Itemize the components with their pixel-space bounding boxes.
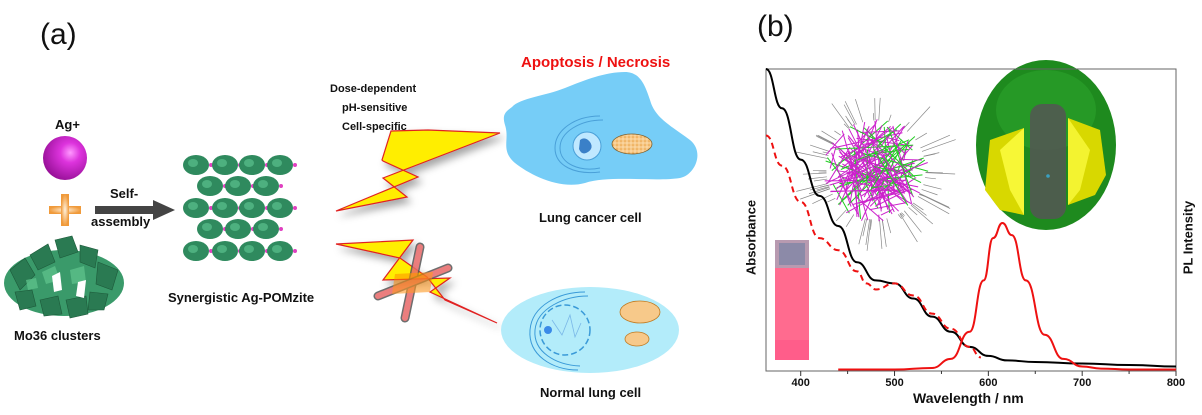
series-line-1: [765, 134, 982, 359]
normal-lung-cell-label: Normal lung cell: [540, 385, 642, 400]
lung-cancer-cell-icon: [503, 72, 698, 185]
x-tick-label: 600: [979, 377, 998, 389]
cuvette-photo-inset: [775, 240, 809, 360]
plus-icon: [49, 194, 81, 226]
polyhedron-structure-inset: [976, 60, 1116, 230]
ag-pomzite-label: Synergistic Ag-POMzite: [168, 290, 315, 305]
panel-a-label: (a): [40, 18, 77, 51]
molecular-structure-inset: [796, 97, 956, 251]
property-dose-dependent: Dose-dependent: [330, 83, 417, 95]
ag-ion-label: Ag+: [55, 117, 80, 132]
mo36-cluster-icon: [4, 235, 124, 319]
blocked-cross-icon: [373, 242, 453, 323]
outcome-label: Apoptosis / Necrosis: [521, 54, 671, 71]
y-axis-label-left: Absorbance: [743, 199, 759, 276]
panel-b-label: (b): [757, 10, 794, 43]
lightning-bolt-cancer-icon: [335, 129, 501, 212]
y-axis-label-right: PL Intensity: [1180, 200, 1196, 275]
x-tick-label: 800: [1166, 377, 1186, 389]
self-assembly-label-line1: Self-: [110, 186, 139, 201]
x-tick-label: 400: [791, 377, 810, 389]
self-assembly-arrow-icon: [95, 200, 175, 220]
x-axis-label: Wavelength / nm: [913, 390, 1024, 406]
x-tick-label: 500: [885, 377, 904, 389]
property-ph-sensitive: pH-sensitive: [342, 102, 408, 114]
mo36-clusters-label: Mo36 clusters: [14, 328, 101, 343]
self-assembly-label-line2: assembly: [91, 214, 151, 229]
plot-frame: [765, 68, 1177, 372]
x-tick-label: 700: [1072, 377, 1092, 389]
series-line-2: [838, 222, 1176, 371]
normal-lung-cell-icon: [501, 287, 679, 373]
ag-ion-sphere-icon: [43, 136, 87, 180]
series-line-0: [765, 68, 1177, 368]
property-cell-specific: Cell-specific: [342, 121, 407, 133]
ag-pomzite-lattice-icon: [183, 155, 297, 261]
lung-cancer-cell-label: Lung cancer cell: [539, 210, 642, 225]
